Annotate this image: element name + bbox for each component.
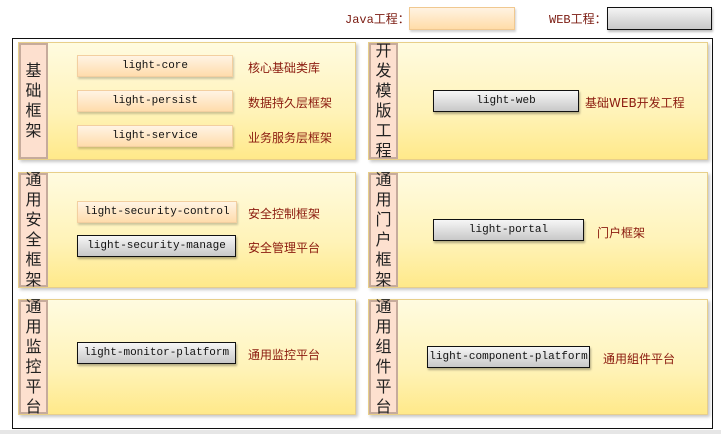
title-char: 用 [375, 317, 392, 336]
title-char: 开 [375, 41, 392, 60]
title-char: 通 [375, 170, 392, 189]
title-char: 通 [25, 170, 42, 189]
panel-title: 通 用 安 全 框 架 [19, 170, 48, 289]
module-desc: 安全控制框架 [248, 207, 321, 221]
title-char: 工 [375, 121, 392, 140]
module-desc: 通用組件平台 [603, 352, 676, 366]
title-char: 版 [375, 101, 392, 120]
title-char: 基 [25, 61, 42, 80]
panel-base-framework: 基 础 框 架 light-core 核心基础类库 light-persist … [18, 42, 356, 160]
panel-title: 通 用 监 控 平 台 [19, 297, 48, 416]
title-char: 通 [375, 297, 392, 316]
title-char: 平 [25, 377, 42, 396]
title-char: 控 [25, 357, 42, 376]
panel-title: 基 础 框 架 [19, 43, 48, 159]
bottom-bar [0, 430, 721, 434]
title-char: 监 [25, 337, 42, 356]
module-desc: 核心基础类库 [248, 61, 321, 75]
title-char: 框 [25, 101, 42, 120]
title-char: 全 [25, 230, 42, 249]
title-char: 台 [375, 397, 392, 416]
panel-dev-template: 开 发 模 版 工 程 light-web 基础WEB开发工程 [368, 41, 708, 160]
title-char: 用 [375, 190, 392, 209]
module-desc: 门户框架 [597, 226, 646, 240]
module-light-security-control[interactable]: light-security-control [77, 201, 237, 223]
legend-web-swatch [607, 7, 712, 30]
title-char: 组 [375, 337, 392, 356]
title-char: 程 [375, 141, 392, 160]
module-desc: 业务服务层框架 [248, 131, 333, 145]
legend-java-swatch [409, 7, 515, 30]
module-desc: 安全管理平台 [248, 241, 321, 255]
legend-web-label: WEB工程： [549, 13, 607, 27]
title-char: 框 [25, 250, 42, 269]
module-light-service[interactable]: light-service [77, 125, 233, 147]
panel-title: 通 用 门 户 框 架 [369, 170, 398, 289]
panel-portal-framework: 通 用 门 户 框 架 light-portal 门户框架 [368, 170, 708, 289]
title-char: 础 [25, 81, 42, 100]
legend-java-label: Java工程： [345, 13, 410, 27]
module-light-core[interactable]: light-core [77, 55, 233, 77]
title-char: 发 [375, 61, 392, 80]
title-char: 安 [25, 210, 42, 229]
title-char: 框 [375, 250, 392, 269]
title-char: 台 [25, 397, 42, 416]
module-desc: 基础WEB开发工程 [585, 96, 685, 110]
panel-title: 开 发 模 版 工 程 [369, 41, 398, 160]
title-char: 用 [25, 317, 42, 336]
module-desc: 通用监控平台 [248, 348, 321, 362]
module-light-persist[interactable]: light-persist [77, 90, 233, 112]
panel-security-framework: 通 用 安 全 框 架 light-security-control 安全控制框… [18, 170, 356, 289]
title-char: 架 [25, 270, 42, 289]
title-char: 架 [375, 270, 392, 289]
title-char: 用 [25, 190, 42, 209]
panel-title: 通 用 组 件 平 台 [369, 297, 398, 416]
title-char: 平 [375, 377, 392, 396]
module-light-monitor-platform[interactable]: light-monitor-platform [77, 342, 236, 364]
title-char: 架 [25, 121, 42, 140]
module-light-portal[interactable]: light-portal [433, 219, 584, 241]
panel-monitor-platform: 通 用 监 控 平 台 light-monitor-platform 通用监控平… [18, 297, 356, 416]
title-char: 模 [375, 81, 392, 100]
panel-component-platform: 通 用 组 件 平 台 light-component-platform 通用組… [368, 297, 708, 416]
title-char: 件 [375, 357, 392, 376]
title-char: 通 [25, 297, 42, 316]
module-light-web[interactable]: light-web [433, 90, 579, 112]
module-light-component-platform[interactable]: light-component-platform [427, 346, 590, 368]
module-desc: 数据持久层框架 [248, 96, 333, 110]
module-light-security-manage[interactable]: light-security-manage [77, 235, 236, 257]
title-char: 门 [375, 210, 392, 229]
title-char: 户 [375, 230, 392, 249]
